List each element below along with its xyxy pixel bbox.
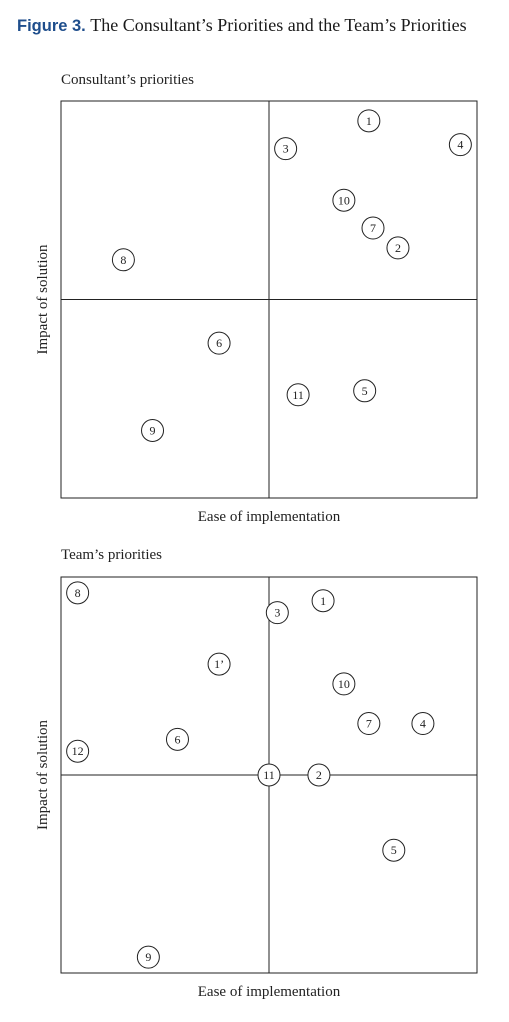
point-marker (357, 109, 381, 133)
x-axis-label: Ease of implementation (198, 984, 341, 1000)
point-marker (332, 188, 356, 212)
point-label: 7 (366, 717, 372, 731)
point-marker (274, 137, 298, 161)
point-label: 12 (72, 744, 84, 758)
point-4: 4 (448, 133, 472, 157)
point-marker (311, 589, 335, 613)
point-label: 2 (316, 768, 322, 782)
chart-title-consultant: Consultant’s priorities (61, 72, 194, 88)
point-label: 8 (75, 586, 81, 600)
point-6: 6 (165, 727, 189, 751)
point-label: 10 (338, 193, 350, 207)
point-label: 9 (150, 424, 156, 438)
point-label: 4 (457, 138, 463, 152)
y-axis-label: Impact of solution (35, 720, 51, 830)
point-5: 5 (353, 379, 377, 403)
point-marker (207, 652, 231, 676)
point-marker (353, 379, 377, 403)
point-7: 7 (357, 712, 381, 736)
point-marker (257, 763, 281, 787)
point-marker (265, 601, 289, 625)
point-8: 8 (66, 581, 90, 605)
point-marker (207, 331, 231, 355)
point-marker (332, 672, 356, 696)
point-label: 1 (320, 594, 326, 608)
point-4: 4 (411, 712, 435, 736)
point-marker (66, 581, 90, 605)
figure-caption: Figure 3. The Consultant’s Priorities an… (17, 14, 497, 38)
point-marker (411, 712, 435, 736)
point-3: 3 (274, 137, 298, 161)
x-axis-label: Ease of implementation (198, 509, 341, 525)
point-10: 10 (332, 188, 356, 212)
point-label: 11 (263, 768, 275, 782)
y-axis-label: Impact of solution (35, 244, 51, 354)
point-label: 8 (120, 253, 126, 267)
point-1: 1 (311, 589, 335, 613)
point-marker (165, 727, 189, 751)
point-label: 5 (362, 384, 368, 398)
point-label: 9 (145, 950, 151, 964)
point-marker (386, 236, 410, 260)
point-label: 1’ (214, 657, 224, 671)
point-marker (382, 838, 406, 862)
point-8: 8 (111, 248, 135, 272)
point-marker (357, 712, 381, 736)
point-marker (286, 383, 310, 407)
point-label: 1 (366, 114, 372, 128)
point-label: 3 (283, 142, 289, 156)
point-1: 1 (357, 109, 381, 133)
point-marker (136, 945, 160, 969)
point-1’: 1’ (207, 652, 231, 676)
chart-title-team: Team’s priorities (61, 547, 163, 563)
point-2: 2 (307, 763, 331, 787)
point-label: 2 (395, 241, 401, 255)
point-label: 4 (420, 717, 426, 731)
point-9: 9 (141, 419, 165, 443)
point-label: 3 (274, 606, 280, 620)
figure-label: Figure 3. (17, 17, 86, 35)
point-5: 5 (382, 838, 406, 862)
point-marker (361, 216, 385, 240)
point-marker (448, 133, 472, 157)
point-label: 5 (391, 843, 397, 857)
point-label: 11 (292, 388, 304, 402)
point-10: 10 (332, 672, 356, 696)
point-9: 9 (136, 945, 160, 969)
point-marker (66, 739, 90, 763)
point-marker (141, 419, 165, 443)
point-6: 6 (207, 331, 231, 355)
point-marker (111, 248, 135, 272)
point-label: 6 (174, 732, 180, 746)
point-7: 7 (361, 216, 385, 240)
point-2: 2 (386, 236, 410, 260)
consultant-priorities-chart: Ease of implementation Impact of solution… (35, 100, 478, 525)
point-label: 7 (370, 221, 376, 235)
point-label: 10 (338, 677, 350, 691)
point-marker (307, 763, 331, 787)
point-11: 11 (286, 383, 310, 407)
figure-title: The Consultant’s Priorities and the Team… (90, 15, 467, 35)
point-12: 12 (66, 739, 90, 763)
point-label: 6 (216, 336, 222, 350)
point-11: 11 (257, 763, 281, 787)
point-3: 3 (265, 601, 289, 625)
